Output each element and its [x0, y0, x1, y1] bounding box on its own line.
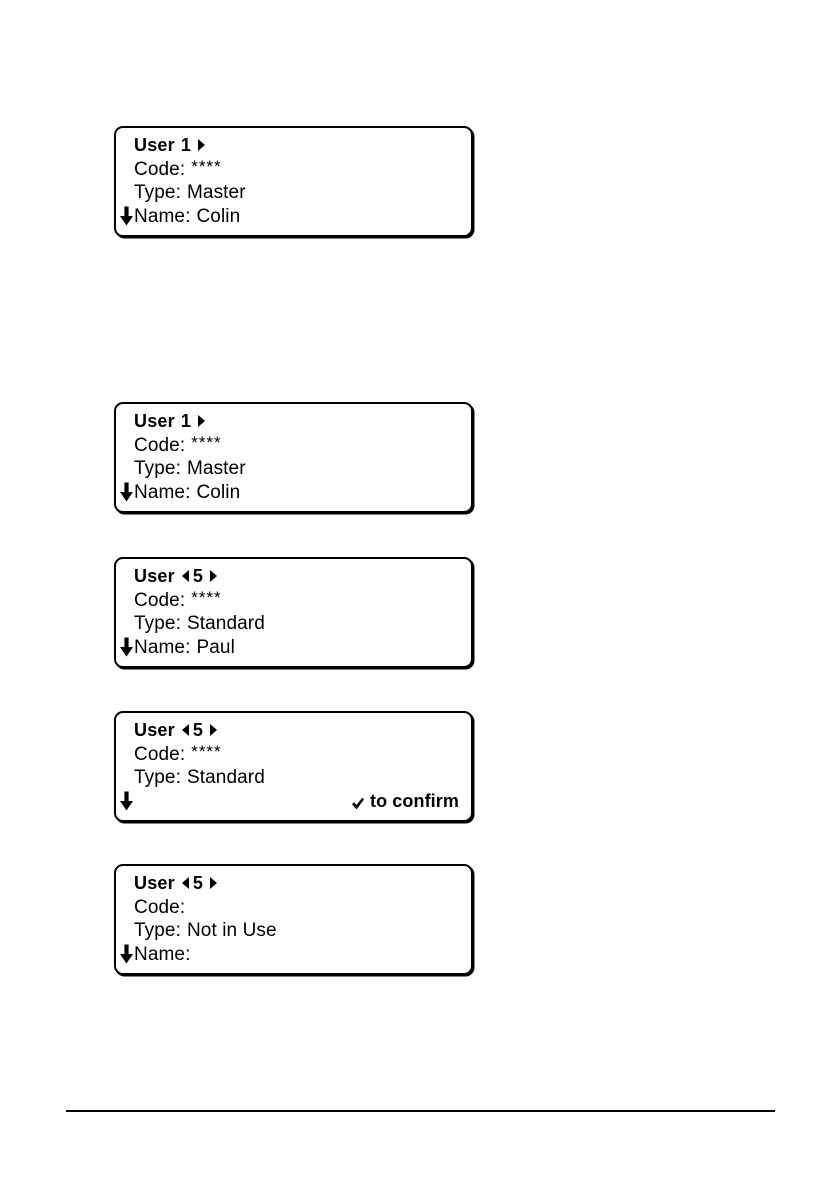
field-value: Master: [186, 182, 246, 203]
field-label: Name:: [134, 481, 191, 503]
field-label: Type:: [134, 613, 181, 634]
right-triangle-icon[interactable]: [210, 723, 218, 736]
field-value: ****: [191, 432, 222, 452]
panel-field-row: Type:Standard: [134, 612, 461, 636]
panel-field-row: Name:Colin: [120, 205, 461, 229]
panel-title-label: User: [134, 720, 175, 740]
right-triangle-icon[interactable]: [210, 876, 218, 889]
panel-title-label: User: [134, 873, 175, 893]
panel-field-row: Code:****: [134, 741, 461, 767]
panel-field-row: Code:****: [134, 156, 461, 182]
user-number-value: 1: [180, 135, 192, 155]
field-label: Name:: [134, 943, 191, 965]
panel-field-row: Name:Paul: [120, 636, 461, 660]
field-value: ****: [191, 156, 222, 176]
field-value: Not in Use: [186, 920, 277, 941]
panel-field-row: Code:****: [134, 432, 461, 458]
left-triangle-icon[interactable]: [181, 876, 189, 889]
field-label: Code:: [134, 158, 186, 180]
panel-field-row: Name:: [120, 943, 461, 967]
left-triangle-icon[interactable]: [181, 569, 189, 582]
confirm-hint-label: to confirm: [370, 790, 459, 811]
field-value: ****: [191, 741, 222, 761]
panel-field-row: to confirm: [120, 790, 461, 814]
footer-rule: [66, 1110, 775, 1112]
field-label: Name:: [134, 636, 191, 658]
field-label: Code:: [134, 434, 186, 456]
panel-field-row: Type:Master: [134, 181, 461, 205]
panel-field-row: Name:Colin: [120, 481, 461, 505]
field-value: Standard: [186, 767, 265, 788]
panel-title-label: User: [134, 566, 175, 586]
right-triangle-icon[interactable]: [198, 414, 206, 427]
down-arrow-icon[interactable]: [120, 791, 133, 811]
field-label: Code:: [134, 589, 186, 611]
field-label: Type:: [134, 182, 181, 203]
field-value: Colin: [196, 481, 241, 503]
panel-title-label: User: [134, 135, 175, 155]
field-label: Code:: [134, 743, 186, 765]
left-triangle-icon[interactable]: [181, 723, 189, 736]
panel-title-label: User: [134, 411, 175, 431]
panel-field-row: Code:: [134, 896, 461, 920]
panel-field-row: Type:Master: [134, 457, 461, 481]
field-label: Type:: [134, 767, 181, 788]
field-label: Type:: [134, 458, 181, 479]
down-arrow-icon[interactable]: [120, 944, 133, 964]
panel-field-row: Code:****: [134, 587, 461, 613]
field-label: Name:: [134, 205, 191, 227]
confirm-hint[interactable]: to confirm: [351, 790, 459, 814]
panel-field-row: Type:Standard: [134, 766, 461, 790]
panel-title-row: User 5: [134, 872, 461, 896]
user-number-value: 5: [192, 873, 204, 893]
user-number-value: 5: [192, 566, 204, 586]
user-number-value: 1: [180, 411, 192, 431]
field-label: Code:: [134, 896, 186, 918]
right-triangle-icon[interactable]: [198, 138, 206, 151]
field-value: Paul: [196, 636, 235, 658]
checkmark-icon: [351, 794, 365, 810]
field-value: Master: [186, 458, 246, 479]
down-arrow-icon[interactable]: [120, 637, 133, 657]
panel-field-row: Type:Not in Use: [134, 919, 461, 943]
field-value: ****: [191, 587, 222, 607]
user-number-value: 5: [192, 720, 204, 740]
field-value: Colin: [196, 205, 241, 227]
panel-title-row: User 5: [134, 565, 461, 589]
panel-title-row: User 5: [134, 719, 461, 743]
down-arrow-icon[interactable]: [120, 206, 133, 226]
field-value: Standard: [186, 613, 265, 634]
down-arrow-icon[interactable]: [120, 482, 133, 502]
right-triangle-icon[interactable]: [210, 569, 218, 582]
field-label: Type:: [134, 920, 181, 941]
